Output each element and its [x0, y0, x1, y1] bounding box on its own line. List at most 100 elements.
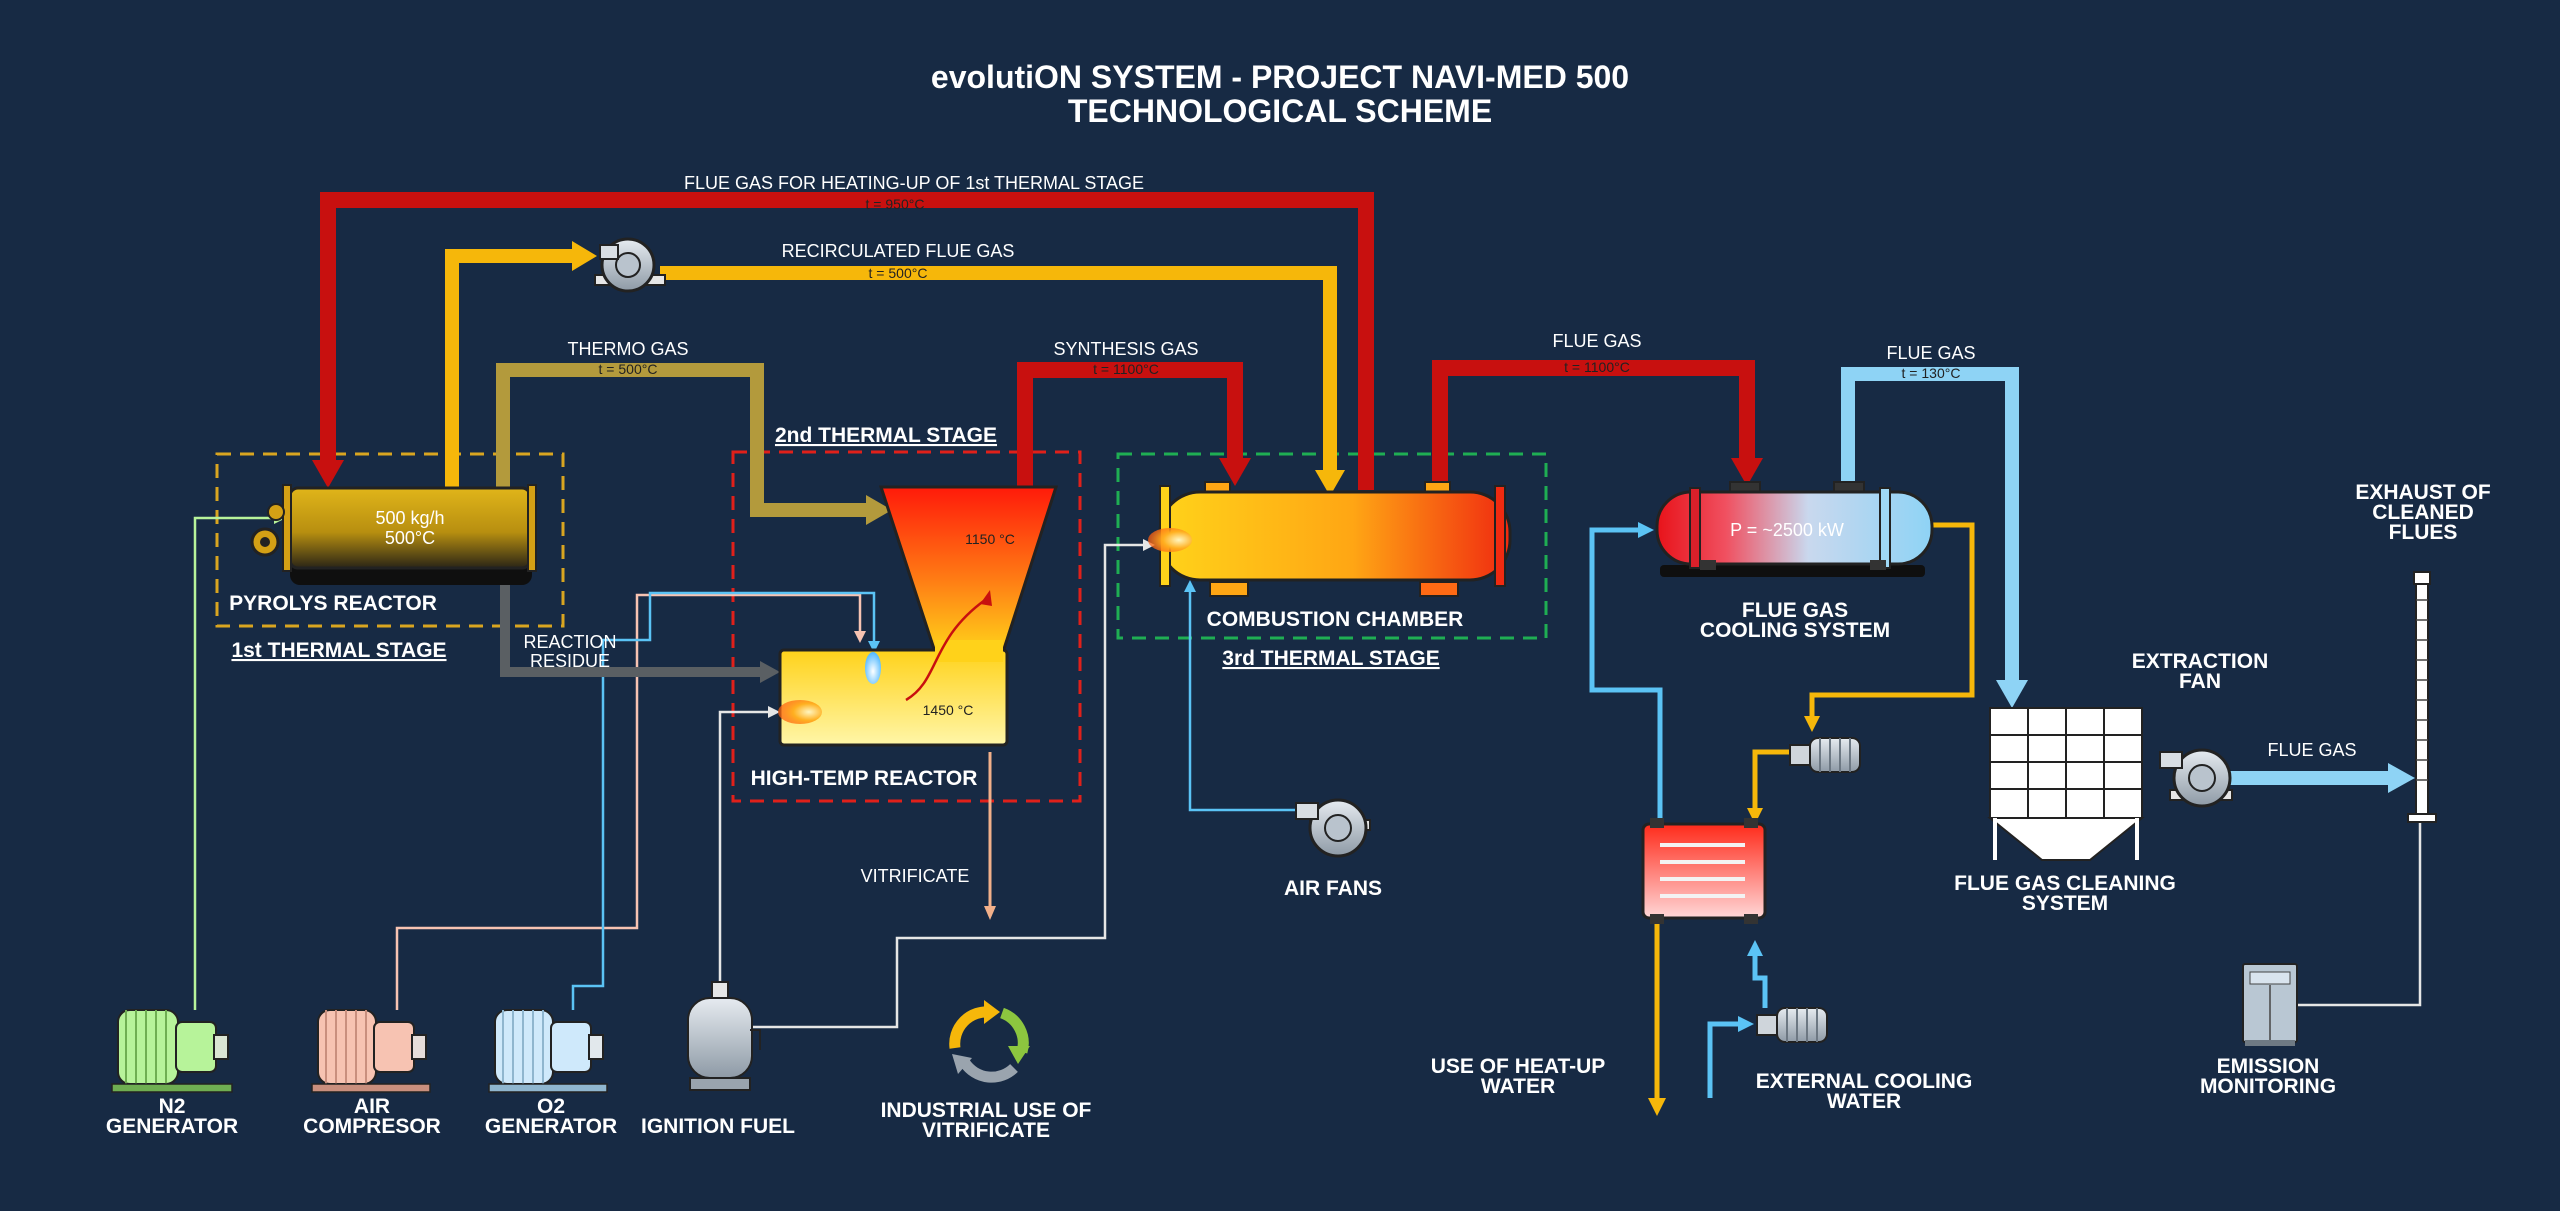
recirculated-arrow-1 [572, 241, 597, 271]
exhaust-label-1: EXHAUST OF [2355, 481, 2491, 504]
o2-line [571, 591, 876, 1010]
combustion-chamber-label: COMBUSTION CHAMBER [1207, 608, 1464, 631]
stage-1-label: 1st THERMAL STAGE [231, 639, 446, 662]
extraction-fan-label-1: EXTRACTION [2132, 650, 2269, 673]
hot-water-pipe-2 [1752, 749, 1793, 810]
extraction-fan-icon [2159, 748, 2233, 808]
flue-to-exhaust-label: FLUE GAS [2267, 740, 2356, 760]
ignition-line [718, 710, 770, 1000]
htr-temp-top: 1150 °C [965, 531, 1015, 547]
exhaust-label-3: FLUES [2389, 521, 2458, 544]
hot-water-arrow-1 [1804, 716, 1820, 732]
stage-box-1 [215, 452, 565, 628]
ignition-fuel-tank-icon [687, 981, 761, 1091]
external-cooling-label-2: WATER [1827, 1090, 1901, 1113]
cooling-system-label-1: FLUE GAS [1742, 599, 1848, 622]
flue-to-cleaning-arrow [1996, 680, 2028, 708]
cooling-system-label-2: COOLING SYSTEM [1700, 619, 1890, 642]
recirculated-arrow-2 [1315, 470, 1345, 496]
flue-to-cooling-label: FLUE GAS [1552, 331, 1641, 351]
thermo-gas-arrow [866, 495, 892, 525]
air-line [395, 593, 862, 1010]
pyrolys-reactor-icon [250, 484, 537, 585]
ignition-line-cc [742, 543, 1145, 1029]
cleaning-system-icon [1987, 707, 2145, 861]
ext-cooling-pipe [1707, 1021, 1740, 1098]
ext-cooling-pipe-2 [1752, 955, 1768, 1008]
n2-line [193, 516, 276, 1010]
ignition-line-cc-arrow [1143, 539, 1155, 551]
external-cooling-label-1: EXTERNAL COOLING [1756, 1070, 1973, 1093]
air-fans-label: AIR FANS [1284, 877, 1382, 900]
flue-to-cooling-arrow [1731, 458, 1763, 486]
cleaning-system-label-1: FLUE GAS CLEANING [1954, 872, 2176, 895]
recirculated-pipe-1 [445, 249, 575, 490]
exhaust-stack-icon [2407, 571, 2437, 823]
ext-cooling-arrow-2 [1747, 940, 1763, 956]
thermo-gas-pipe [496, 363, 868, 517]
ext-cooling-arrow [1738, 1016, 1754, 1032]
o2-generator-label-2: GENERATOR [485, 1115, 617, 1138]
heat-exchanger-icon [1641, 818, 1767, 924]
reaction-residue-arrow [760, 661, 780, 683]
o2-generator-icon [488, 1009, 608, 1093]
htr-temp-bottom: 1450 °C [923, 702, 974, 718]
synthesis-gas-label: SYNTHESIS GAS [1053, 339, 1198, 359]
vitrificate-arrow [984, 906, 996, 920]
heat-up-water-label-1: USE OF HEAT-UP [1431, 1055, 1606, 1078]
o2-line-arrow [868, 641, 880, 653]
flue-to-cleaning-temp: t = 130°C [1902, 365, 1961, 381]
air-compressor-icon [311, 1009, 431, 1093]
flue-to-cleaning-label: FLUE GAS [1886, 343, 1975, 363]
flue-to-cooling-temp: t = 1100°C [1564, 359, 1630, 375]
industrial-use-label-1: INDUSTRIAL USE OF [881, 1099, 1092, 1122]
synthesis-pipe [1017, 362, 1243, 490]
flue-to-exhaust-arrow [2388, 763, 2415, 793]
stage-box-2 [731, 450, 1082, 803]
air-compressor-label-1: AIR [354, 1095, 390, 1118]
ignition-fuel-label: IGNITION FUEL [641, 1115, 795, 1138]
title-line-2: TECHNOLOGICAL SCHEME [1068, 93, 1492, 129]
cleaning-system-label-2: SYSTEM [2022, 892, 2108, 915]
heat-up-water-label-2: WATER [1481, 1075, 1555, 1098]
emission-line [2293, 808, 2422, 1007]
stage-2-label: 2nd THERMAL STAGE [775, 424, 997, 447]
recirculated-label: RECIRCULATED FLUE GAS [782, 241, 1015, 261]
cooling-system-icon [1655, 481, 1934, 577]
ignition-line-arrow [768, 706, 780, 718]
emission-label-1: EMISSION [2217, 1055, 2320, 1078]
recycle-icon [949, 1000, 1030, 1083]
synthesis-gas-temp: t = 1100°C [1093, 361, 1159, 377]
reaction-residue-pipe [500, 580, 763, 677]
thermo-gas-label: THERMO GAS [567, 339, 688, 359]
flue-to-cleaning-pipe [1841, 367, 2019, 680]
high-temp-reactor-icon [778, 485, 1059, 747]
hot-water-pipe [1809, 522, 1975, 718]
exhaust-label-2: CLEANED [2372, 501, 2474, 524]
combustion-chamber-icon [1148, 481, 1512, 597]
industrial-use-label-2: VITRIFICATE [922, 1119, 1050, 1142]
cooling-return-pipe [1589, 527, 1663, 825]
emission-monitor-icon [2242, 963, 2298, 1046]
vitrificate-label: VITRIFICATE [861, 866, 970, 886]
air-fan-line-arrow [1184, 580, 1196, 592]
flue-heating-arrow [312, 460, 344, 488]
n2-generator-icon [111, 1009, 233, 1093]
hot-water-pump-icon [1789, 737, 1861, 773]
recirculated-pipe-2 [660, 266, 1337, 470]
external-cooling-pump-icon [1756, 1007, 1828, 1043]
air-fan-icon [1295, 798, 1371, 858]
cooling-return-arrow [1638, 522, 1654, 538]
reaction-residue-label-1: REACTION [523, 632, 616, 652]
pyrolys-temp: 500°C [385, 528, 435, 548]
pyrolys-rate: 500 kg/h [375, 508, 444, 528]
flue-heating-temp: t = 950°C [866, 196, 925, 212]
stage-3-label: 3rd THERMAL STAGE [1222, 647, 1439, 670]
title-line-1: evolutiON SYSTEM - PROJECT NAVI-MED 500 [931, 59, 1629, 95]
o2-generator-label-1: O2 [537, 1095, 565, 1118]
n2-generator-label-2: GENERATOR [106, 1115, 238, 1138]
heat-up-water-arrow [1648, 1098, 1666, 1116]
flue-heating-label: FLUE GAS FOR HEATING-UP OF 1st THERMAL S… [684, 173, 1144, 193]
flue-heating-pipe [320, 192, 1374, 490]
